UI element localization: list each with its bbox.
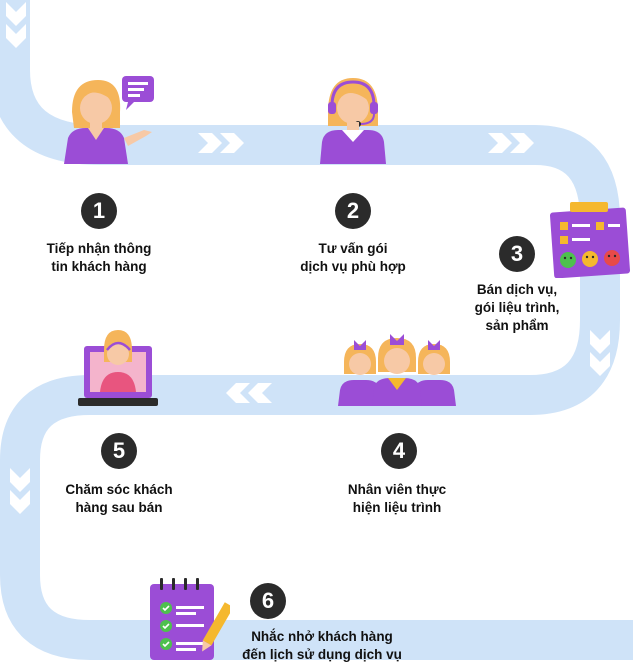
step-3-label-line: Bán dịch vụ,	[476, 282, 558, 297]
step-4-label-line: hiện liệu trình	[352, 500, 442, 515]
feedback-clipboard-icon	[549, 202, 631, 278]
step-6-label: Nhắc nhở khách hàng đến lịch sử dụng dịc…	[222, 628, 422, 664]
step-4-badge: 4	[381, 433, 417, 469]
step-6-badge: 6	[250, 583, 286, 619]
video-call-laptop-icon	[78, 330, 158, 406]
step-3-label-line: gói liệu trình,	[474, 300, 560, 315]
step-3-label: Bán dịch vụ, gói liệu trình, sản phẩm	[466, 281, 568, 335]
step-4-label: Nhân viên thực hiện liệu trình	[327, 481, 467, 517]
call-center-agent-icon	[320, 78, 386, 164]
step-5-label-line: hàng sau bán	[75, 500, 163, 515]
step-3-label-line: sản phẩm	[485, 318, 549, 333]
step-6-label-line: Nhắc nhở khách hàng	[251, 629, 393, 644]
step-2-label-line: dịch vụ phù hợp	[300, 259, 406, 274]
receptionist-chat-icon	[64, 76, 154, 164]
step-5-label-line: Chăm sóc khách	[65, 482, 173, 497]
checklist-notepad-icon	[150, 578, 230, 660]
step-6-label-line: đến lịch sử dụng dịch vụ	[242, 647, 402, 662]
step-1-label-line: tin khách hàng	[51, 259, 147, 274]
step-1-badge: 1	[81, 193, 117, 229]
step-1-label-line: Tiếp nhận thông	[46, 241, 152, 256]
step-5-label: Chăm sóc khách hàng sau bán	[49, 481, 189, 517]
step-3-badge: 3	[499, 236, 535, 272]
step-5-badge: 5	[101, 433, 137, 469]
staff-team-icon	[338, 334, 456, 406]
step-2-label: Tư vấn gói dịch vụ phù hợp	[283, 240, 423, 276]
step-1-label: Tiếp nhận thông tin khách hàng	[29, 240, 169, 276]
step-2-label-line: Tư vấn gói	[318, 241, 388, 256]
step-2-badge: 2	[335, 193, 371, 229]
chevron-arrows	[6, 2, 610, 514]
step-4-label-line: Nhân viên thực	[347, 482, 447, 497]
